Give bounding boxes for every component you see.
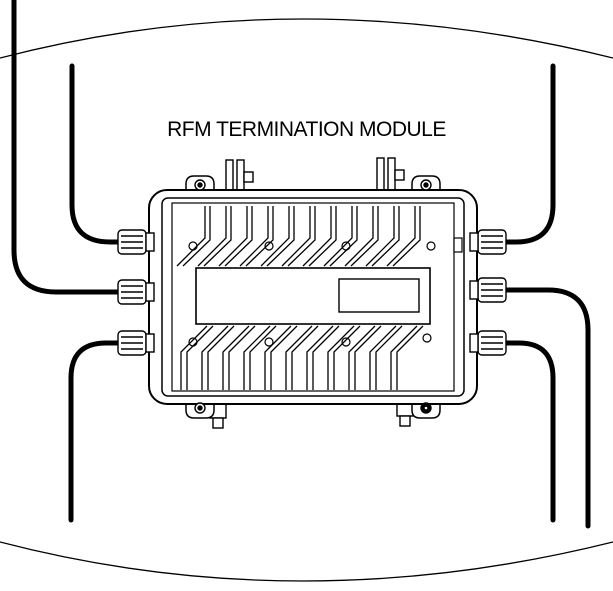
heat-fin [218, 206, 248, 267]
cable-right-middle [503, 287, 591, 529]
heat-fin [180, 325, 208, 390]
heat-fin-edge [291, 325, 319, 390]
heat-fin-edge [186, 325, 214, 390]
heat-fin-edge [182, 206, 211, 267]
heat-fin-edge [270, 325, 298, 390]
heat-fin [386, 206, 416, 267]
heat-fin [306, 325, 334, 390]
heat-fin-edge [333, 325, 361, 390]
cable-right-bottom [503, 340, 556, 523]
cable-gland [117, 279, 155, 305]
heat-fin [369, 325, 397, 390]
heat-fin [222, 325, 250, 390]
heat-fins-bottom [180, 325, 424, 390]
cable-gland [469, 330, 507, 356]
heat-fin-edge [350, 206, 379, 267]
heat-fin [281, 206, 311, 267]
heat-fin [239, 206, 269, 267]
heat-fin-edge [312, 325, 340, 390]
heat-fin [302, 206, 332, 267]
cable-left-middle [11, 0, 121, 295]
heat-fin-edge [224, 206, 253, 267]
heat-fin [176, 206, 206, 267]
cable-right-top [503, 63, 556, 245]
heat-fin-edge [207, 325, 235, 390]
cable-gland [469, 229, 507, 255]
label-plate [338, 278, 420, 313]
cable-gland [117, 229, 155, 255]
heat-fin-edge [392, 206, 421, 267]
bottom-studs [209, 401, 414, 429]
side-screw-right [453, 237, 463, 253]
heat-fin-edge [375, 325, 403, 390]
cable-left-bottom [68, 340, 121, 523]
heat-fin [260, 206, 290, 267]
ear-screws [194, 179, 432, 414]
heat-fin-edge [203, 206, 232, 267]
heat-fin [201, 325, 229, 390]
heat-fin-edge [287, 206, 316, 267]
heat-fin-edge [308, 206, 337, 267]
cable-gland [117, 330, 155, 356]
heat-fin [243, 325, 271, 390]
heat-fin [264, 325, 292, 390]
top-boundary-curve [0, 18, 613, 59]
heat-fin [323, 206, 353, 267]
heat-fin-edge [228, 325, 256, 390]
cables [11, 0, 591, 529]
heat-fin-edge [245, 206, 274, 267]
heat-fins-top [176, 206, 421, 267]
heat-fin-edge [396, 325, 424, 390]
heat-fin [327, 325, 355, 390]
heat-fin [285, 325, 313, 390]
heat-fin [348, 325, 376, 390]
cable-left-top [69, 63, 121, 245]
bottom-boundary-curve [0, 541, 613, 582]
heat-fin [344, 206, 374, 267]
heat-fin-edge [249, 325, 277, 390]
heat-fin-edge [266, 206, 295, 267]
lid-screws [188, 241, 436, 347]
cable-glands [117, 229, 507, 356]
cable-gland [469, 277, 507, 303]
heat-fin-edge [371, 206, 400, 267]
heat-fin [390, 325, 418, 390]
heat-fin-edge [354, 325, 382, 390]
heat-fin [197, 206, 227, 267]
heat-fin-edge [329, 206, 358, 267]
heat-fin [365, 206, 395, 267]
